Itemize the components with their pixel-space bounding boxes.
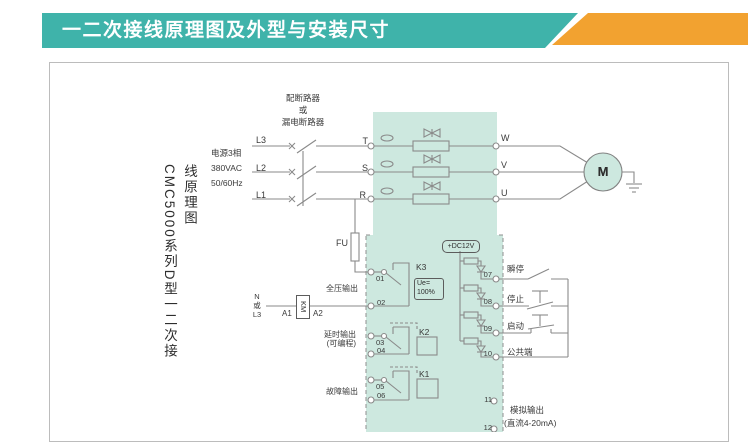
relay-k1-contact xyxy=(367,366,439,404)
breaker-label-line3: 漏电断路器 xyxy=(281,117,325,127)
relay-k3-label: K3 xyxy=(416,262,427,272)
ue-line1: Ue= xyxy=(417,280,431,287)
common-terminal-label: 公共端 xyxy=(507,347,533,357)
power-label-line3: 50/60Hz xyxy=(211,178,243,188)
ground-icon xyxy=(622,171,642,193)
stop-button-icon xyxy=(499,290,568,310)
page: { "banner": { "title": "一二次接线原理图及外型与安装尺寸… xyxy=(42,13,748,442)
circuit-diagram xyxy=(252,112,642,432)
soft-starter-control-box xyxy=(365,112,504,432)
full-voltage-output-label: 全压输出 xyxy=(326,284,358,293)
programmable-label: (可编程) xyxy=(326,339,356,348)
phase-label-l2: L2 xyxy=(256,163,267,173)
breaker-label-line2: 或 xyxy=(298,105,308,115)
relay-k1-label: K1 xyxy=(419,369,430,379)
fault-output-label: 故障输出 xyxy=(326,387,358,396)
terminal-06-label: 06 xyxy=(377,391,386,400)
inst-stop-contact-icon xyxy=(499,268,568,280)
relay-k2-contact xyxy=(367,322,438,358)
terminal-11-label: 11 xyxy=(484,395,492,404)
terminal-10-label: 10 xyxy=(483,349,492,358)
inst-stop-label: 瞬停 xyxy=(507,264,525,274)
fuse-icon xyxy=(350,199,368,273)
ue-line2: 100% xyxy=(417,289,435,296)
analog-output-label: 模拟输出 xyxy=(510,405,545,415)
terminal-09-label: 09 xyxy=(483,324,492,333)
terminal-08-label: 08 xyxy=(483,297,492,306)
terminal-label-r: R xyxy=(359,190,367,200)
terminal-12-label: 12 xyxy=(483,423,492,432)
banner-orange-bar xyxy=(552,13,748,45)
side-title: CMC5000系列D型一二次接线原理图 xyxy=(162,164,197,360)
phase-label-l1: L1 xyxy=(256,190,267,200)
phase-l2-wire xyxy=(252,154,584,180)
power-label-line2: 380VAC xyxy=(211,163,243,173)
terminal-label-t: T xyxy=(362,136,369,146)
common-wire xyxy=(499,279,569,358)
fuse-label: FU xyxy=(336,238,348,248)
stop-label: 停止 xyxy=(507,294,525,304)
neutral-line3: L3 xyxy=(252,310,262,319)
breaker-label: 配断路器 或 漏电断路器 xyxy=(270,92,336,128)
terminal-03-label: 03 xyxy=(376,338,385,347)
start-button-icon xyxy=(499,314,568,334)
dc12v-supply-box: +DC12V xyxy=(442,240,480,253)
power-label-line1: 电源3相 xyxy=(211,148,242,158)
power-supply-label: 电源3相 380VAC 50/60Hz xyxy=(211,146,243,191)
motor-label: M xyxy=(597,164,609,179)
relay-k2-label: K2 xyxy=(419,327,430,337)
terminal-label-v: V xyxy=(501,160,508,170)
km-a1-label: A1 xyxy=(282,309,292,318)
relay-k3-contact xyxy=(367,262,410,310)
page-title: 一二次接线原理图及外型与安装尺寸 xyxy=(62,20,391,41)
terminal-07-label: 07 xyxy=(483,270,492,279)
start-label: 启动 xyxy=(507,321,525,331)
ue-value-box: Ue= 100% xyxy=(414,278,444,300)
delay-output-label: 延时输出 xyxy=(324,330,356,339)
terminal-02-label: 02 xyxy=(377,298,386,307)
analog-range-label: (直流4-20mA) xyxy=(504,418,557,428)
km-a2-label: A2 xyxy=(313,309,323,318)
breaker-label-line1: 配断路器 xyxy=(285,93,320,103)
banner-teal-bar: 一二次接线原理图及外型与安装尺寸 xyxy=(42,13,578,48)
neutral-line2: 或 xyxy=(253,301,261,310)
terminal-label-s: S xyxy=(361,163,368,173)
terminal-04-label: 04 xyxy=(377,346,386,355)
km-coil-box: KM xyxy=(296,295,310,319)
neutral-label: N 或 L3 xyxy=(249,292,265,319)
terminal-01-label: 01 xyxy=(376,274,385,283)
dc12v-bus xyxy=(459,251,500,361)
neutral-line1: N xyxy=(254,292,260,301)
analog-output-terminals xyxy=(490,397,498,432)
terminal-05-label: 05 xyxy=(376,382,385,391)
phase-l1-wire xyxy=(252,180,589,207)
motor-letter: M xyxy=(597,164,609,179)
phase-l3-wire xyxy=(252,128,589,164)
terminal-label-w: W xyxy=(501,133,510,143)
phase-label-l3: L3 xyxy=(256,135,267,145)
terminal-label-u: U xyxy=(501,188,508,198)
